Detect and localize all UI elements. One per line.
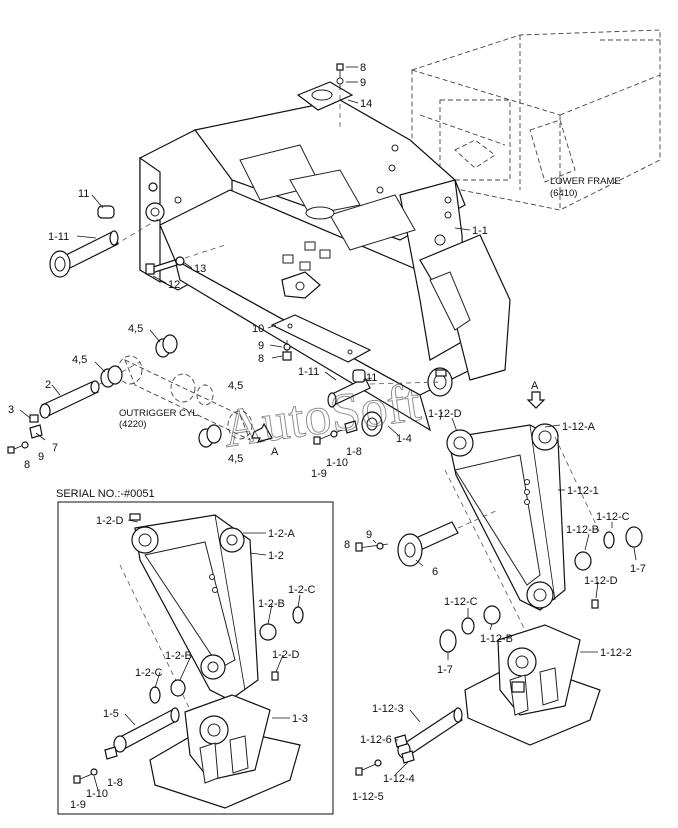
label-1-7-m: 1-7 bbox=[437, 664, 453, 676]
callouts: LOWER FRAME (6410) OUTRIGGER CYL (4220) … bbox=[56, 176, 621, 500]
arrow-a-left-label: A bbox=[271, 446, 279, 458]
label-1-12-4: 1-12-4 bbox=[383, 773, 415, 785]
label-13: 13 bbox=[194, 263, 206, 275]
label-2: 2 bbox=[45, 379, 51, 391]
label-1-7-r: 1-7 bbox=[630, 563, 646, 575]
label-1-2-b-l: 1-2-B bbox=[165, 650, 192, 662]
serial-inset-frame bbox=[57, 501, 334, 815]
label-1-12-6: 1-12-6 bbox=[360, 734, 392, 746]
pin-1-11-top bbox=[49, 205, 161, 278]
bolt-12 bbox=[145, 244, 226, 275]
outrigger-cylinder-ghost bbox=[117, 355, 253, 441]
label-1-10-b: 1-10 bbox=[86, 788, 108, 800]
label-1-4: 1-4 bbox=[396, 433, 412, 445]
outrigger-arm-right bbox=[444, 423, 566, 631]
label-1-12-b-m: 1-12-B bbox=[480, 633, 513, 645]
label-4-5-c: 4,5 bbox=[228, 380, 243, 392]
label-1-12-d-top: 1-12-D bbox=[428, 408, 462, 420]
label-1-8-top: 1-8 bbox=[346, 446, 362, 458]
pin-1-5 bbox=[73, 707, 180, 784]
label-1-9-b: 1-9 bbox=[70, 799, 86, 811]
label-9-top: 9 bbox=[360, 77, 366, 89]
label-9-r: 9 bbox=[366, 529, 372, 541]
label-1-2-c-r: 1-2-C bbox=[288, 584, 316, 596]
bushings-inset bbox=[149, 606, 304, 704]
label-1-12-2: 1-12-2 bbox=[600, 647, 632, 659]
plate-10 bbox=[270, 314, 372, 363]
arrow-a-right bbox=[526, 391, 546, 409]
outrigger-arm-inset bbox=[119, 513, 259, 721]
label-1-2: 1-2 bbox=[268, 550, 284, 562]
part-labels: 8 9 14 11 1-11 1-1 13 12 4,5 4,5 4,5 4,5… bbox=[8, 62, 646, 811]
label-4-5-a: 4,5 bbox=[128, 323, 143, 335]
step-plate-14 bbox=[296, 63, 354, 130]
arrow-a-right-label: A bbox=[531, 380, 539, 392]
label-3: 3 bbox=[8, 404, 14, 416]
label-1-2-a: 1-2-A bbox=[268, 528, 296, 540]
label-1-5: 1-5 bbox=[103, 708, 119, 720]
fastener-group-top bbox=[313, 369, 461, 445]
pin-2 bbox=[7, 334, 222, 454]
label-1-12-c-m: 1-12-C bbox=[444, 596, 478, 608]
label-1-11: 1-11 bbox=[48, 231, 69, 243]
watermark: AutoSoft bbox=[219, 372, 423, 459]
label-4-5-d: 4,5 bbox=[228, 453, 243, 465]
label-8-mid: 8 bbox=[258, 353, 264, 365]
pin-1-12-3 bbox=[355, 707, 463, 776]
label-1-2-d-r: 1-2-D bbox=[272, 649, 300, 661]
label-8-r: 8 bbox=[344, 539, 350, 551]
label-1-12-d-r: 1-12-D bbox=[584, 575, 618, 587]
label-8-top: 8 bbox=[360, 62, 366, 74]
main-frame bbox=[139, 99, 511, 437]
label-1-2-d: 1-2-D bbox=[96, 515, 124, 527]
label-1-8-b: 1-8 bbox=[107, 777, 123, 789]
leader-lines bbox=[19, 66, 637, 791]
label-7-a: 7 bbox=[52, 442, 58, 454]
outrigger-cyl-label: OUTRIGGER CYL bbox=[119, 408, 198, 419]
label-9-mid: 9 bbox=[258, 340, 264, 352]
label-1-2-c-l: 1-2-C bbox=[135, 667, 163, 679]
label-1-12-3: 1-12-3 bbox=[372, 703, 404, 715]
label-6: 6 bbox=[432, 566, 438, 578]
arrow-a-left bbox=[251, 422, 273, 443]
lower-frame-label: LOWER FRAME bbox=[550, 176, 621, 187]
label-1-12-c-r: 1-12-C bbox=[596, 511, 630, 523]
lower-frame-ghost bbox=[411, 29, 661, 211]
label-1-12-b-r: 1-12-B bbox=[566, 524, 599, 536]
label-1-2-b-r: 1-2-B bbox=[258, 598, 285, 610]
label-1-3: 1-3 bbox=[292, 713, 308, 725]
label-1-12-1: 1-12-1 bbox=[567, 485, 599, 497]
label-14: 14 bbox=[360, 98, 372, 110]
outrigger-cyl-code: (4220) bbox=[119, 419, 146, 430]
bushings-right bbox=[554, 436, 643, 609]
label-1-12-5: 1-12-5 bbox=[352, 791, 384, 803]
label-1-11-b: 1-11 bbox=[298, 366, 319, 378]
label-1-1: 1-1 bbox=[472, 225, 488, 237]
label-4-5-b: 4,5 bbox=[72, 354, 87, 366]
pin-6 bbox=[355, 509, 499, 567]
label-10: 10 bbox=[252, 323, 264, 335]
label-9-left: 9 bbox=[38, 451, 44, 463]
pin-1-11-mid bbox=[327, 369, 441, 408]
label-1-10-top: 1-10 bbox=[326, 457, 348, 469]
bushings-mid bbox=[439, 605, 501, 653]
label-1-12-a: 1-12-A bbox=[562, 421, 596, 433]
float-pad-right bbox=[464, 624, 601, 746]
serial-number-note: SERIAL NO.:-#0051 bbox=[56, 488, 155, 500]
label-11-b: 11 bbox=[366, 372, 377, 384]
label-12: 12 bbox=[168, 279, 180, 291]
label-8-left: 8 bbox=[24, 459, 30, 471]
float-pad-inset bbox=[149, 694, 301, 809]
lower-frame-code: (6410) bbox=[550, 188, 577, 199]
label-1-9-top: 1-9 bbox=[311, 468, 327, 480]
label-11-a: 11 bbox=[78, 188, 89, 200]
